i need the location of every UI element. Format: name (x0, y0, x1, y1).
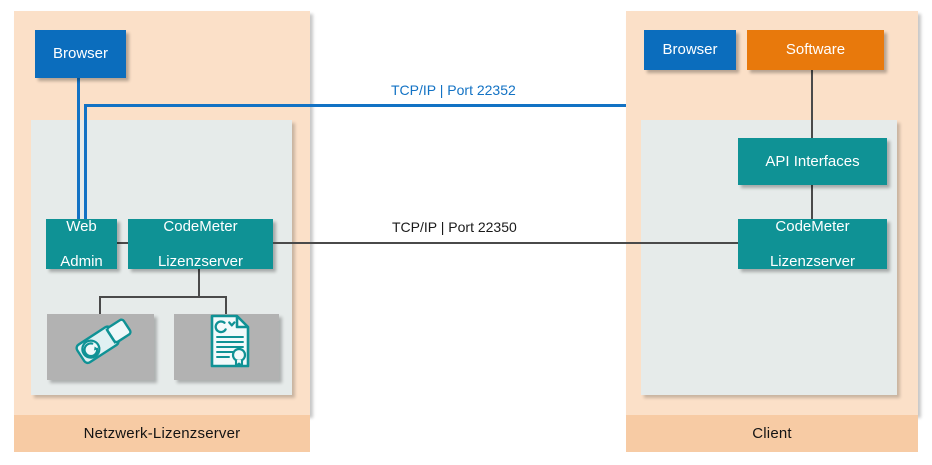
connector-bus-to-certificate (225, 296, 227, 315)
node-web-admin-line1: Web (66, 218, 97, 236)
node-api-interfaces[interactable]: API Interfaces (738, 138, 887, 185)
edge-label-port-22350: TCP/IP | Port 22350 (392, 219, 517, 235)
zone-client-footer: Client (626, 415, 918, 452)
zone-client-footer-label: Client (752, 425, 792, 442)
node-license-server-client-line2: Lizenzserver (769, 252, 856, 270)
connector-browser-to-webadmin (77, 78, 80, 220)
license-certificate-icon (174, 314, 285, 380)
node-browser-client-side-label: Browser (662, 41, 718, 59)
node-browser-client-side[interactable]: Browser (644, 30, 736, 70)
node-license-server-client-label: CodeMeter Lizenzserver (764, 218, 861, 269)
connector-licenseserver-down-stub (198, 269, 200, 297)
node-license-server-client[interactable]: CodeMeter Lizenzserver (738, 218, 887, 270)
zone-network-license-server-footer: Netzwerk-Lizenzserver (14, 415, 310, 452)
connector-remote-vertical-to-webadmin (84, 104, 87, 220)
node-software[interactable]: Software (747, 30, 884, 70)
node-license-server-client-line1: CodeMeter (775, 218, 850, 236)
node-license-server-network-line1: CodeMeter (163, 218, 238, 236)
edge-label-port-22352-text: TCP/IP | Port 22352 (391, 82, 516, 98)
node-web-admin-line2: Admin (60, 252, 103, 270)
node-web-admin-label: Web Admin (54, 218, 109, 269)
node-api-interfaces-label: API Interfaces (765, 152, 860, 170)
connector-remote-horizontal-22352 (84, 104, 692, 107)
node-web-admin[interactable]: Web Admin (46, 218, 117, 270)
cmdongle-icon (47, 314, 160, 380)
node-browser-server-side-label: Browser (52, 45, 108, 63)
connector-containers-bus (99, 296, 227, 298)
connector-software-to-api (811, 70, 813, 139)
node-license-server-network-line2: Lizenzserver (157, 252, 244, 270)
edge-label-port-22352: TCP/IP | Port 22352 (391, 82, 516, 98)
node-browser-server-side[interactable]: Browser (35, 30, 126, 78)
connector-bus-to-cmdongle (99, 296, 101, 315)
connector-webadmin-to-licenseserver (116, 242, 129, 244)
node-license-server-network[interactable]: CodeMeter Lizenzserver (128, 218, 273, 270)
connector-api-to-license-server (811, 185, 813, 220)
node-software-label: Software (785, 41, 846, 59)
connector-licenseserver-22350 (273, 242, 739, 244)
edge-label-port-22350-text: TCP/IP | Port 22350 (392, 219, 517, 235)
zone-network-license-server-footer-label: Netzwerk-Lizenzserver (83, 425, 241, 442)
container-cmdongle[interactable] (47, 314, 154, 380)
node-license-server-network-label: CodeMeter Lizenzserver (152, 218, 249, 269)
container-license-certificate[interactable] (174, 314, 279, 380)
